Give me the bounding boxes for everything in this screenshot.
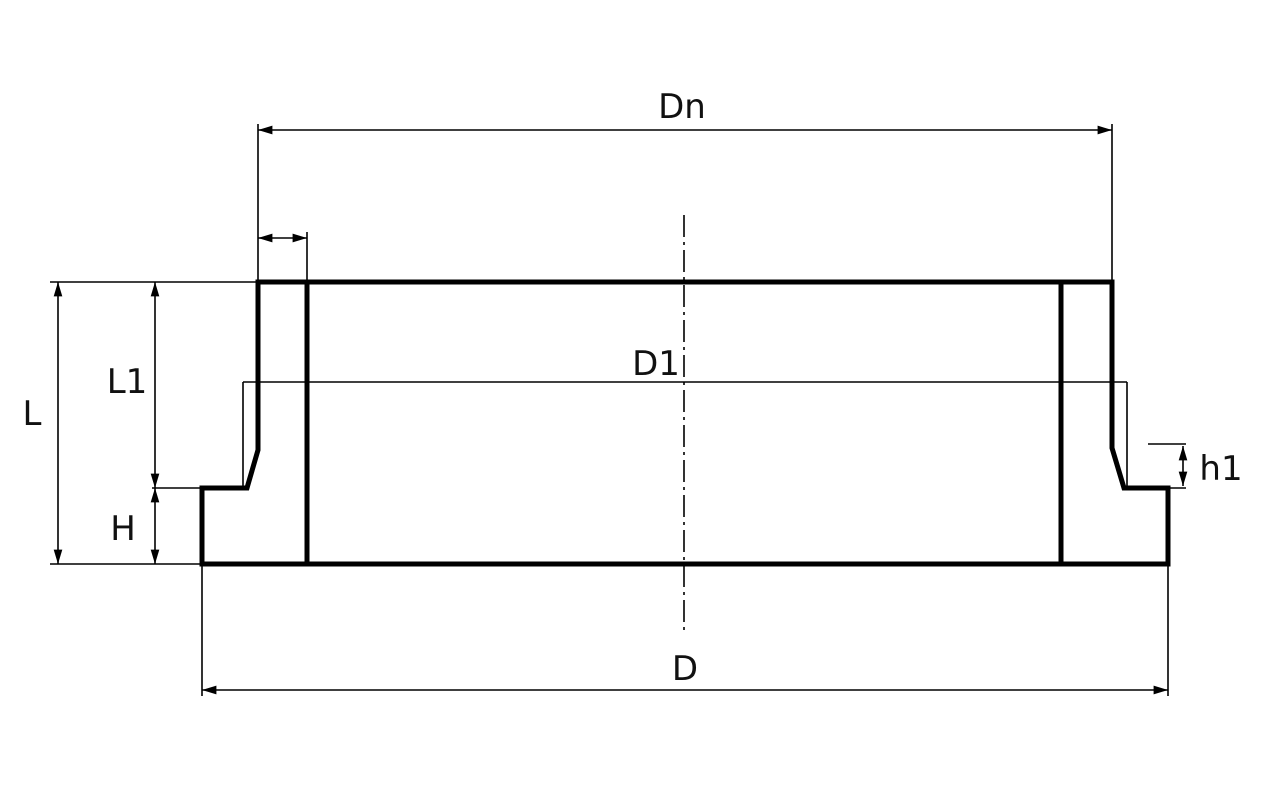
label-l1: L1	[107, 362, 148, 402]
right-wall-section	[1058, 279, 1171, 567]
h-dimension: H	[110, 488, 160, 564]
label-h: H	[110, 509, 136, 549]
label-dn: Dn	[658, 87, 706, 127]
h1-dimension: h1	[1148, 443, 1243, 489]
d-dimension: D	[201, 564, 1169, 696]
left-wall-section	[199, 279, 310, 567]
l1-dimension: L1	[107, 282, 247, 489]
label-d1: D1	[632, 344, 680, 384]
d1-dimension: D1	[242, 344, 1128, 488]
wall-thickness-dimension	[258, 232, 308, 282]
l-dimension: L	[23, 281, 258, 565]
label-l: L	[23, 394, 42, 434]
dn-dimension: Dn	[257, 87, 1113, 282]
label-h1: h1	[1199, 449, 1242, 489]
label-d: D	[672, 649, 698, 689]
